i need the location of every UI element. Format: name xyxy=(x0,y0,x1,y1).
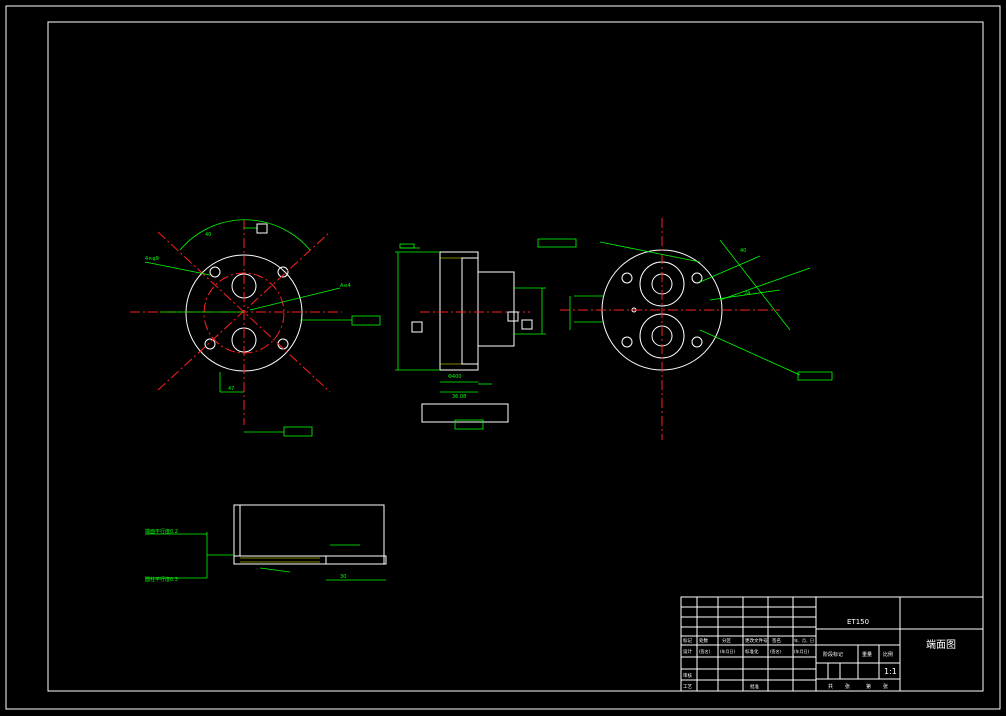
footer-sheets2: 张 xyxy=(883,683,888,690)
label-process: 工艺 xyxy=(683,684,692,690)
stage-mark-label: 阶段标记 xyxy=(823,651,843,658)
label-design-sign: (签名) xyxy=(699,648,711,654)
note-top: 端面平行度0.2 xyxy=(145,528,178,535)
label-design-date: (年月日) xyxy=(720,648,736,654)
label-std-date: (年月日) xyxy=(794,648,810,654)
svg-text:24: 24 xyxy=(744,291,750,297)
label-date: 年、月、日 xyxy=(794,637,814,643)
label-approve: 批准 xyxy=(750,683,759,690)
scale-value: 1:1 xyxy=(884,667,897,676)
weight-label: 重量 xyxy=(862,651,872,658)
middle-section-view: Φ400 36.08 xyxy=(395,243,546,430)
footer-no: 第 xyxy=(866,683,871,690)
label-change-doc: 更改文件号 xyxy=(745,637,768,644)
label-review: 审核 xyxy=(683,672,692,679)
svg-text:40: 40 xyxy=(205,232,211,238)
lower-section-view: 30 xyxy=(206,504,387,581)
scale-label: 比例 xyxy=(883,651,893,658)
svg-text:30: 30 xyxy=(340,574,346,580)
svg-text:47: 47 xyxy=(228,386,234,392)
part-code: ET150 xyxy=(847,618,869,626)
label-count: 处数 xyxy=(699,637,708,644)
inner-frame xyxy=(47,21,984,692)
right-end-view: 40 24 xyxy=(537,218,833,440)
outer-frame xyxy=(5,5,1001,710)
label-sign: 签名 xyxy=(772,637,781,644)
svg-text:40: 40 xyxy=(740,248,746,254)
svg-text:Φ400: Φ400 xyxy=(448,374,461,380)
svg-text:A≤4: A≤4 xyxy=(340,283,351,289)
title-block xyxy=(680,596,984,692)
label-std-sign: (签名) xyxy=(770,648,782,654)
footer-sheets1: 张 xyxy=(845,683,850,690)
drawing-title: 端面图 xyxy=(926,638,956,651)
label-standard: 标准化 xyxy=(745,648,759,655)
note-bottom: 圆柱平行度0.3 xyxy=(145,576,178,583)
label-zone: 分区 xyxy=(722,637,731,644)
label-mark: 标记 xyxy=(683,637,692,644)
svg-text:4×φ9: 4×φ9 xyxy=(145,256,159,262)
label-design: 设计 xyxy=(683,648,692,655)
left-end-view: 4×φ9 A≤4 47 40 xyxy=(130,219,381,437)
footer-total: 共 xyxy=(828,683,833,690)
svg-text:36.08: 36.08 xyxy=(452,394,466,400)
